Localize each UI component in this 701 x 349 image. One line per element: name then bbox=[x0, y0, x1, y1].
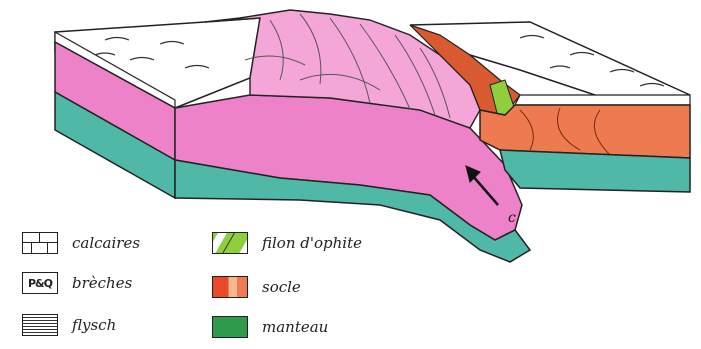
green-fill-icon bbox=[212, 316, 248, 338]
legend-label-flysch: flysch bbox=[72, 316, 116, 334]
legend-label-socle: socle bbox=[262, 278, 301, 296]
breccia-pattern-icon: P&Q bbox=[22, 272, 58, 294]
green-dike-icon bbox=[212, 232, 248, 254]
legend-label-ophite: filon d'ophite bbox=[262, 234, 362, 252]
legend-label-manteau: manteau bbox=[262, 318, 328, 336]
right-teal-front bbox=[500, 150, 690, 192]
legend-item-calcaires: calcaires bbox=[22, 232, 140, 254]
legend-item-flysch: flysch bbox=[22, 314, 116, 336]
legend-item-socle: socle bbox=[212, 276, 301, 298]
brick-pattern-icon bbox=[22, 232, 58, 254]
legend-item-manteau: manteau bbox=[212, 316, 328, 338]
right-flysch-band bbox=[515, 95, 690, 105]
orange-fill-icon bbox=[212, 276, 248, 298]
legend-label-breches: brèches bbox=[72, 274, 132, 292]
legend-item-breches: P&Q brèches bbox=[22, 272, 132, 294]
legend-label-calcaires: calcaires bbox=[72, 234, 140, 252]
legend-item-ophite: filon d'ophite bbox=[212, 232, 362, 254]
arrow-label: c bbox=[508, 210, 516, 226]
stripe-pattern-icon bbox=[22, 314, 58, 336]
